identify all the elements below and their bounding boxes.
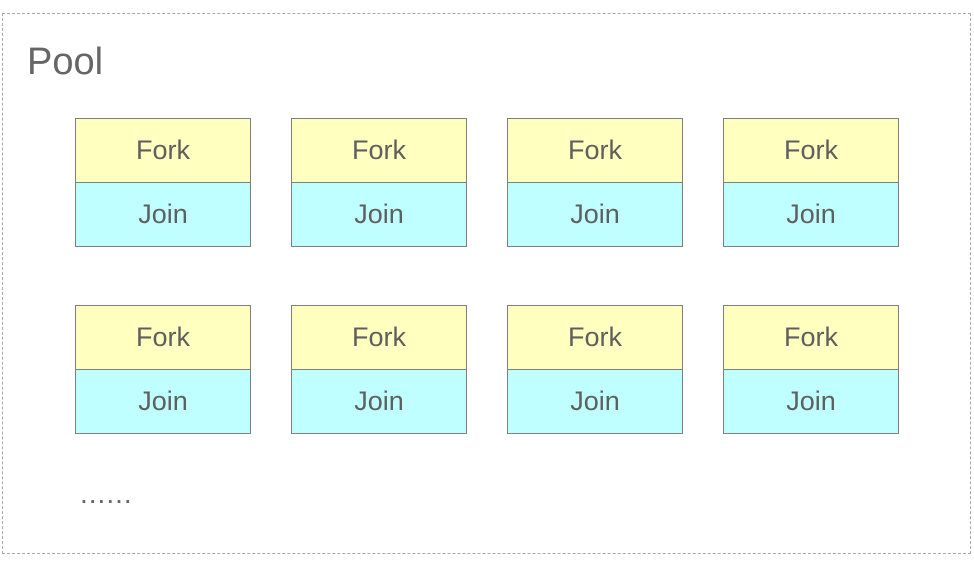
fork-box: Fork: [76, 119, 250, 183]
join-box: Join: [292, 183, 466, 246]
join-box: Join: [292, 370, 466, 433]
fork-box: Fork: [292, 306, 466, 370]
fork-box: Fork: [724, 119, 898, 183]
fork-join-unit: Fork Join: [291, 118, 467, 247]
more-units-ellipsis: ......: [80, 478, 133, 509]
pool-container: [2, 13, 971, 554]
fork-join-unit: Fork Join: [723, 305, 899, 434]
join-box: Join: [76, 370, 250, 433]
fork-join-grid: Fork Join Fork Join Fork Join Fork Join …: [75, 118, 899, 434]
join-box: Join: [724, 183, 898, 246]
fork-box: Fork: [292, 119, 466, 183]
fork-box: Fork: [508, 306, 682, 370]
pool-title: Pool: [27, 41, 104, 83]
fork-join-unit: Fork Join: [723, 118, 899, 247]
fork-box: Fork: [508, 119, 682, 183]
fork-box: Fork: [724, 306, 898, 370]
fork-join-unit: Fork Join: [291, 305, 467, 434]
fork-join-unit: Fork Join: [75, 118, 251, 247]
join-box: Join: [508, 370, 682, 433]
join-box: Join: [76, 183, 250, 246]
fork-join-unit: Fork Join: [507, 118, 683, 247]
fork-join-unit: Fork Join: [75, 305, 251, 434]
fork-box: Fork: [76, 306, 250, 370]
join-box: Join: [508, 183, 682, 246]
fork-join-unit: Fork Join: [507, 305, 683, 434]
join-box: Join: [724, 370, 898, 433]
